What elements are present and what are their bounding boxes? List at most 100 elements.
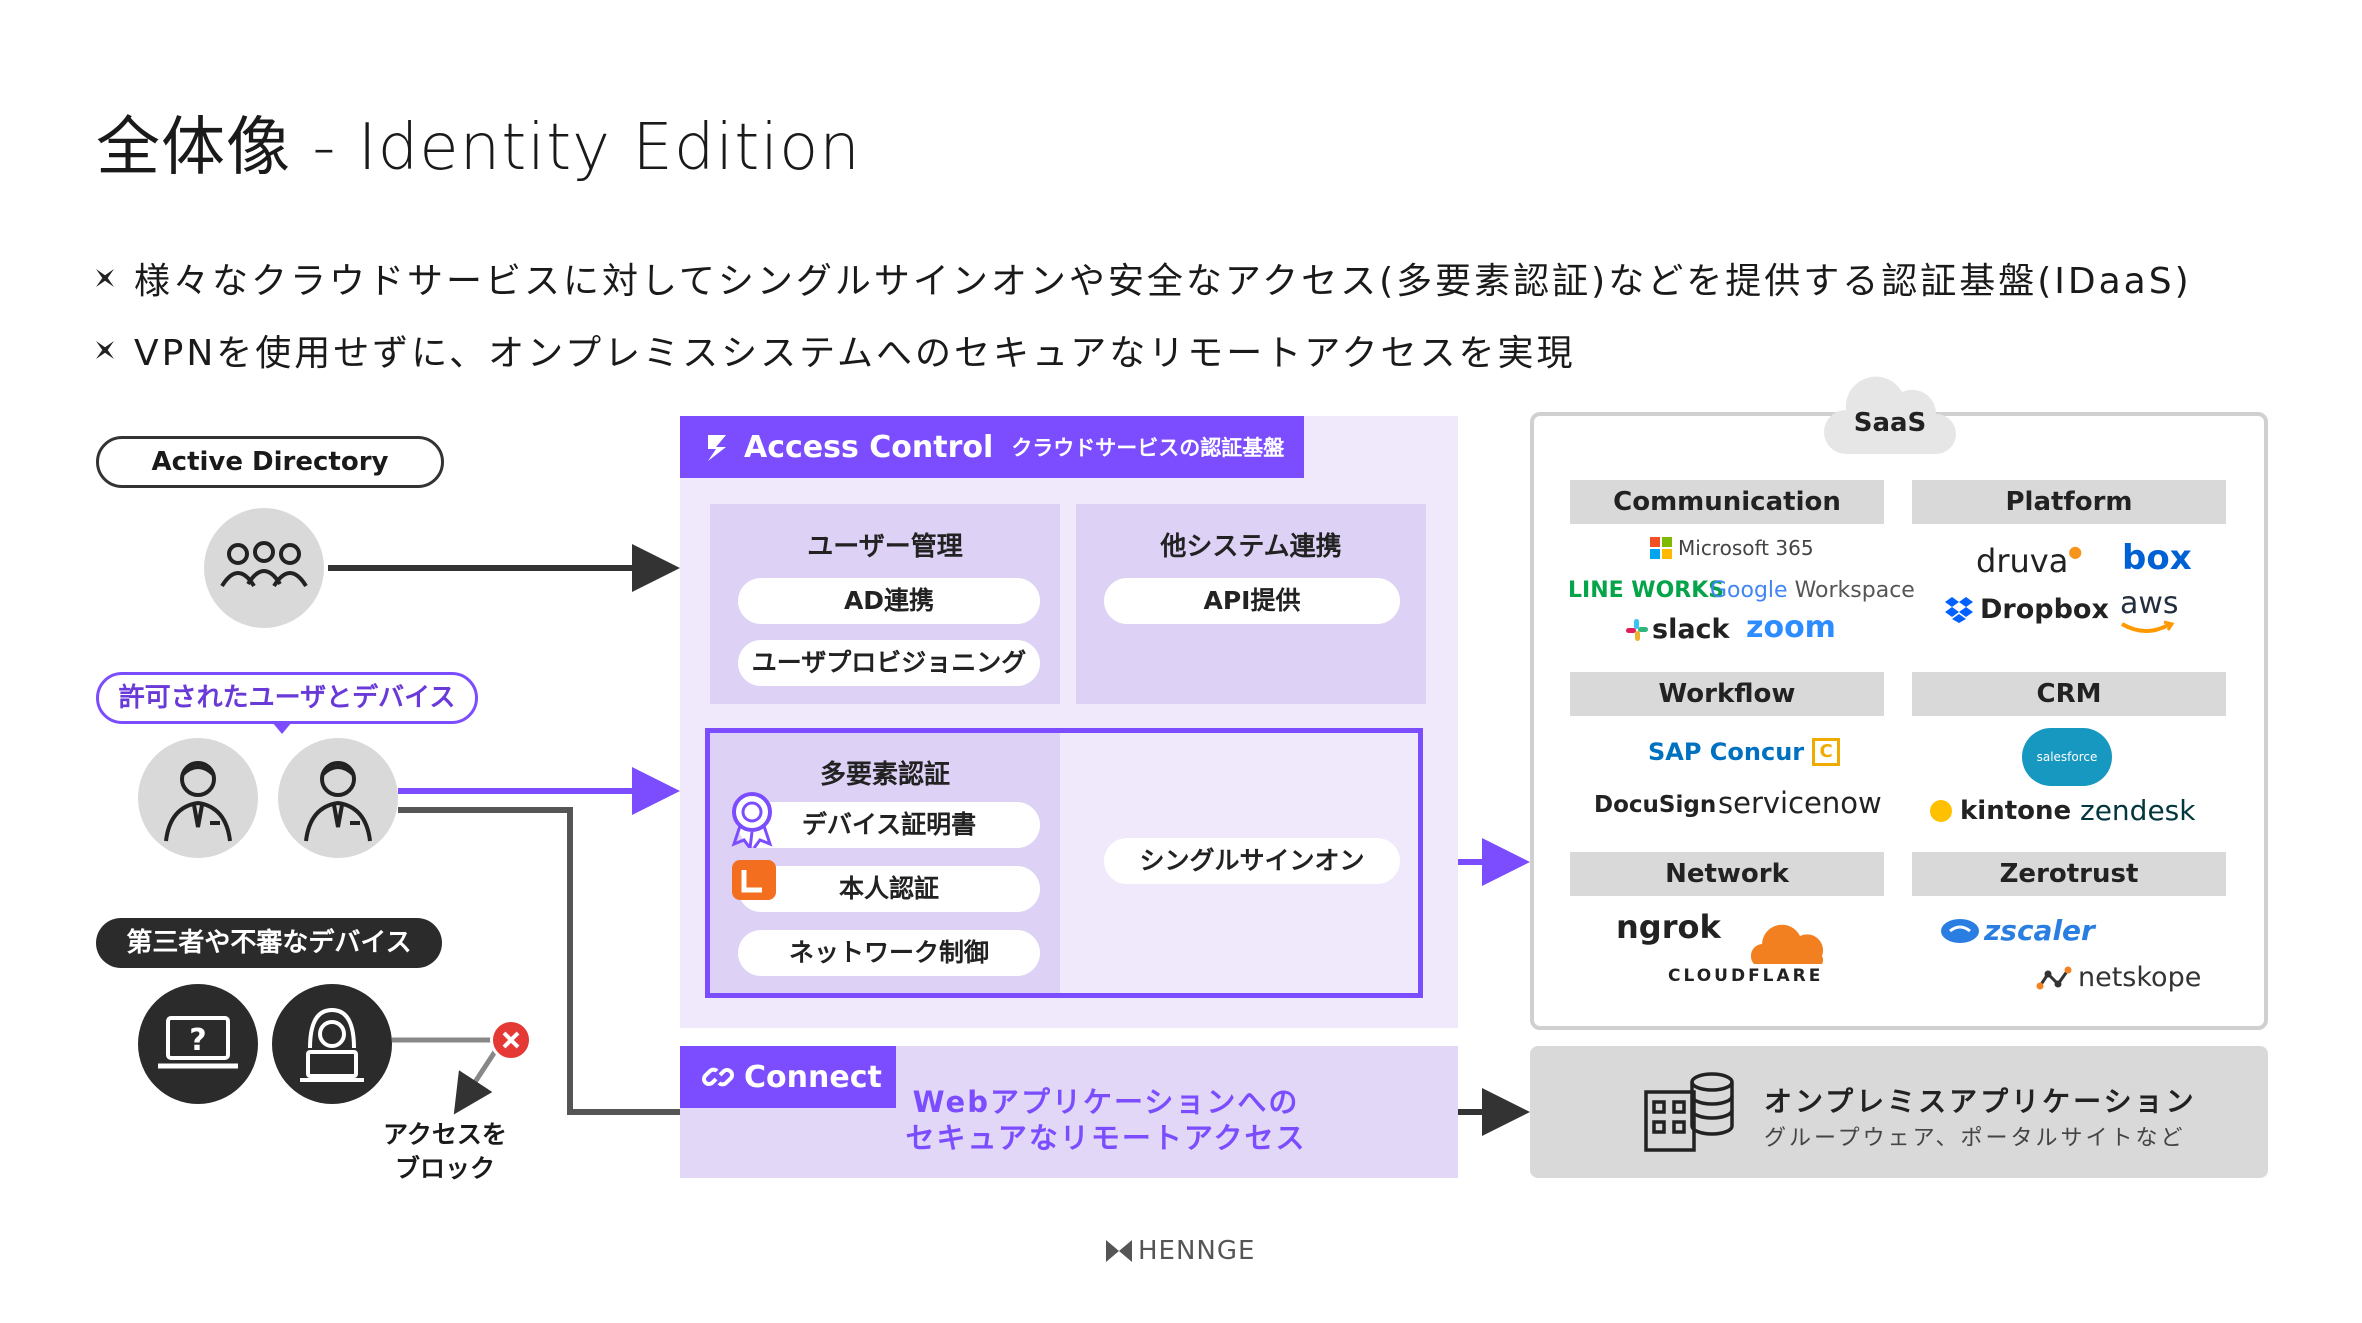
hacker-icon: [300, 1007, 364, 1082]
category-zerotrust: Zerotrust: [1912, 852, 2226, 896]
certificate-badge-icon: [731, 792, 773, 848]
suspicious-laptop-avatar: ?: [138, 984, 258, 1104]
connect-description: Webアプリケーションへの セキュアなリモートアクセス: [896, 1084, 1316, 1156]
bullet-2-text: VPNを使用せずに、オンプレミスシステムへのセキュアなリモートアクセスを実現: [134, 333, 1576, 374]
mfa-frame: [705, 728, 1423, 998]
bullet-2: VPNを使用せずに、オンプレミスシステムへのセキュアなリモートアクセスを実現: [96, 324, 1576, 376]
third-party-label: 第三者や不審なデバイス: [96, 918, 442, 968]
access-control-title: Access Control: [744, 429, 994, 465]
category-network: Network: [1570, 852, 1884, 896]
logo-netskope: netskope: [2036, 962, 2201, 993]
ad-integration-item: AD連携: [738, 578, 1040, 624]
category-platform: Platform: [1912, 480, 2226, 524]
onprem-server-icon: [1644, 1072, 1734, 1152]
sap-concur-text: SAP Concur: [1648, 738, 1805, 766]
allowed-user-avatar-1: [138, 738, 258, 858]
cloudflare-cloud-icon: [1750, 924, 1824, 964]
connect-line: [398, 807, 680, 1115]
block-label-line-1: アクセスを: [383, 1120, 507, 1149]
identity-app-icon: [732, 860, 776, 900]
access-control-subtitle: クラウドサービスの認証基盤: [1011, 436, 1285, 460]
druva-text: druva: [1976, 542, 2069, 580]
logo-docusign: DocuSign: [1594, 792, 1717, 818]
zscaler-mark-icon: [1941, 918, 1979, 943]
single-sign-on-item: シングルサインオン: [1104, 838, 1400, 884]
connect-header: Connect: [680, 1046, 896, 1108]
netskope-mark-icon: [2036, 966, 2072, 989]
logo-microsoft365: Microsoft 365: [1650, 536, 1814, 560]
access-control-header: Access Control クラウドサービスの認証基盤: [680, 416, 1304, 478]
saas-label: SaaS: [1853, 408, 1927, 438]
allowed-label-pointer: [272, 722, 292, 734]
dropbox-text: Dropbox: [1980, 594, 2109, 625]
identity-verification-item: 本人認証: [738, 866, 1040, 912]
page-title: 全体像 - Identity Edition: [96, 111, 861, 185]
workspace-text: Workspace: [1787, 578, 1915, 603]
logo-slack: slack: [1626, 614, 1730, 645]
logo-zendesk: zendesk: [2080, 794, 2196, 827]
microsoft-logo-icon: [1650, 537, 1672, 559]
logo-cloudflare: CLOUDFLARE: [1668, 966, 1824, 986]
logo-zoom: zoom: [1746, 610, 1836, 645]
logo-box: box: [2122, 538, 2192, 578]
allowed-users-label: 許可されたユーザとデバイス: [96, 672, 478, 724]
laptop-question-icon: ?: [158, 1016, 238, 1069]
block-label: アクセスを ブロック: [370, 1118, 520, 1186]
google-text: Google: [1710, 578, 1788, 603]
connect-description-line-1: Webアプリケーションへの: [912, 1085, 1300, 1119]
other-system-title: 他システム連携: [1160, 532, 1342, 562]
link-icon: [702, 1067, 734, 1087]
footer-brand-text: HENNGE: [1138, 1236, 1256, 1266]
slack-logo-icon: [1626, 618, 1648, 641]
logo-lineworks: LINE WORKS: [1568, 578, 1725, 603]
access-control-logo-icon: [708, 435, 726, 461]
category-crm: CRM: [1912, 672, 2226, 716]
block-icon: [490, 1019, 532, 1061]
footer-brand: HENNGE: [1104, 1236, 1255, 1266]
logo-ngrok: ngrok: [1616, 908, 1721, 946]
netskope-text: netskope: [2078, 962, 2202, 993]
logo-dropbox: Dropbox: [1944, 594, 2109, 625]
slack-text: slack: [1652, 614, 1730, 645]
connect-description-line-2: セキュアなリモートアクセス: [905, 1121, 1307, 1155]
logo-servicenow: servicenow: [1718, 786, 1882, 820]
hacker-avatar: [272, 984, 392, 1104]
aws-smile-icon: [2120, 620, 2175, 633]
microsoft365-text: Microsoft 365: [1678, 536, 1814, 560]
aws-text: aws: [2120, 586, 2179, 621]
concur-mark-icon: C: [1812, 738, 1841, 766]
active-directory-label: Active Directory: [96, 436, 444, 488]
block-label-line-2: ブロック: [394, 1154, 495, 1183]
logo-google-workspace: Google Workspace: [1710, 578, 1915, 603]
allowed-user-avatar-2: [278, 738, 398, 858]
laptop-question-mark: ?: [189, 1023, 206, 1058]
logo-aws: aws: [2120, 586, 2179, 621]
logo-druva: druva●: [1976, 542, 2082, 580]
block-arrow: [453, 1048, 499, 1115]
category-workflow: Workflow: [1570, 672, 1884, 716]
henngue-logo-icon: [1106, 1240, 1132, 1262]
bullet-1: 様々なクラウドサービスに対してシングルサインオンや安全なアクセス(多要素認証)な…: [96, 252, 2192, 304]
user-provisioning-item: ユーザプロビジョニング: [738, 640, 1040, 686]
ad-users-avatar: [204, 508, 324, 628]
bullet-1-text: 様々なクラウドサービスに対してシングルサインオンや安全なアクセス(多要素認証)な…: [134, 261, 2192, 302]
api-provision-item: API提供: [1104, 578, 1400, 624]
druva-spark-icon: ●: [2068, 542, 2083, 561]
onprem-title: オンプレミスアプリケーション: [1764, 1085, 2197, 1118]
users-group-icon: [220, 541, 308, 588]
onprem-subtitle: グループウェア、ポータルサイトなど: [1764, 1126, 2186, 1151]
businessperson-icon: [164, 761, 232, 842]
logo-kintone: kintone: [1930, 796, 2071, 826]
close-x-icon: [502, 1031, 520, 1049]
category-communication: Communication: [1570, 480, 1884, 524]
network-control-item: ネットワーク制御: [738, 930, 1040, 976]
kintone-mark-icon: [1930, 800, 1952, 822]
user-management-title: ユーザー管理: [807, 532, 963, 562]
bullet-mark-icon: [96, 269, 114, 287]
kintone-text: kintone: [1960, 796, 2072, 826]
logo-salesforce: salesforce: [2022, 728, 2112, 786]
cloud-icon: [1824, 376, 1956, 454]
bullet-mark-icon: [96, 341, 114, 359]
mfa-title: 多要素認証: [819, 760, 950, 790]
dropbox-logo-icon: [1945, 596, 1973, 623]
